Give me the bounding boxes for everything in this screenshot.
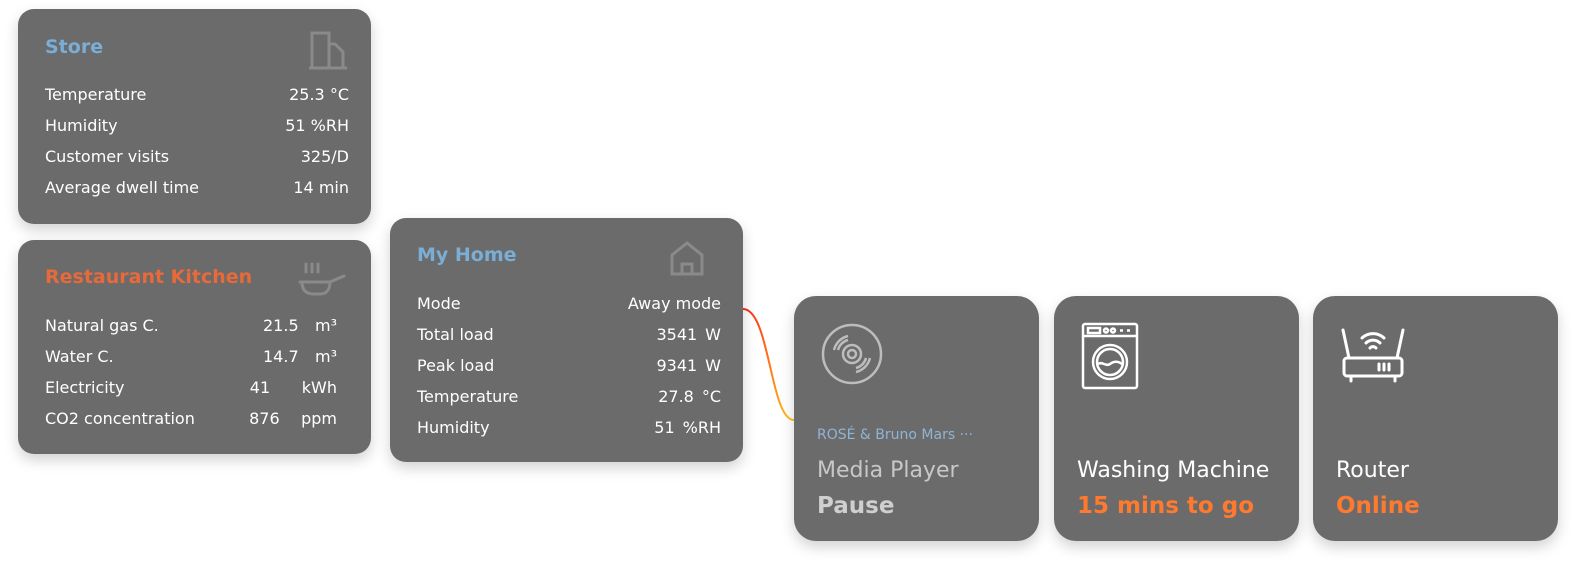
- washing-machine-icon: [1081, 322, 1139, 390]
- home-title: My Home: [417, 244, 517, 266]
- store-title: Store: [45, 36, 104, 58]
- building-icon: [309, 31, 347, 70]
- kitchen-title: Restaurant Kitchen: [45, 266, 253, 288]
- media-player-name: Media Player: [817, 458, 959, 483]
- media-subtitle: ROSÉ & Bruno Mars ···: [817, 427, 973, 443]
- media-player-card[interactable]: ROSÉ & Bruno Mars ··· Media Player Pause: [794, 296, 1039, 541]
- washing-machine-card[interactable]: Washing Machine 15 mins to go: [1054, 296, 1299, 541]
- washing-machine-name: Washing Machine: [1077, 458, 1270, 483]
- house-icon: [670, 241, 704, 276]
- router-icon: [1341, 328, 1405, 383]
- media-player-status: Pause: [817, 493, 895, 519]
- frying-pan-icon: [298, 262, 346, 296]
- washing-machine-status: 15 mins to go: [1077, 493, 1255, 519]
- vinyl-disc-icon: [821, 323, 883, 385]
- router-name: Router: [1336, 458, 1409, 483]
- router-status: Online: [1336, 493, 1420, 519]
- router-card[interactable]: Router Online: [1313, 296, 1558, 541]
